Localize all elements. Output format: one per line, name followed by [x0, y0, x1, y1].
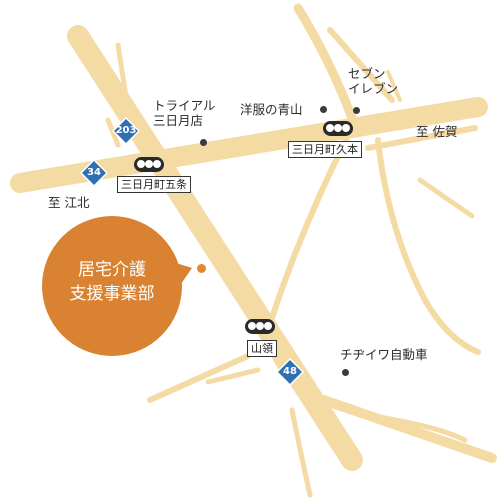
road-ne-branch — [417, 177, 475, 219]
office-location-marker — [197, 264, 206, 273]
office-label: 居宅介護 支援事業部 — [40, 258, 184, 306]
signal-gojo-icon — [134, 157, 164, 172]
trial-marker — [200, 139, 207, 146]
seven-label: セブン イレブン — [348, 66, 399, 96]
bubble-circle — [42, 216, 182, 356]
route-48-shield-icon: 48 — [276, 358, 304, 386]
road-n-minor-2 — [105, 117, 121, 148]
road-north-east — [327, 27, 395, 103]
route-203-shield-icon: 203 — [112, 117, 140, 145]
direction-saga: 至 佐賀 — [416, 124, 458, 139]
road-east-yamaryo — [375, 137, 481, 355]
road-east-kumoto — [365, 125, 478, 151]
office-label-line2: 支援事業部 — [69, 284, 155, 304]
intersection-gojo: 三日月町五条 — [117, 176, 191, 193]
intersection-kumoto: 三日月町久本 — [288, 141, 362, 158]
road-s-branch — [289, 407, 313, 498]
chiyoda-label: チヂイワ自動車 — [340, 347, 428, 362]
intersection-yamaryo: 山領 — [247, 340, 277, 357]
signal-kumoto-icon — [323, 121, 353, 136]
office-label-line1: 居宅介護 — [78, 260, 146, 280]
chiyoda-marker — [342, 369, 349, 376]
road-north-curve — [293, 3, 357, 123]
route-34-shield-icon: 34 — [80, 159, 108, 187]
signal-yamaryo-icon — [245, 319, 275, 334]
yofuku-marker — [320, 106, 327, 113]
trial-label: トライアル 三日月店 — [153, 98, 216, 128]
direction-koboku: 至 江北 — [48, 195, 90, 210]
road-sw-branch — [147, 353, 251, 403]
road-e-minor — [386, 70, 402, 102]
bubble-pointer — [160, 258, 192, 300]
road-n-minor — [115, 42, 131, 113]
yofuku-label: 洋服の青山 — [240, 102, 303, 117]
road-w-branch — [205, 367, 261, 385]
seven-marker — [353, 107, 360, 114]
road-to-yamaryo — [265, 129, 353, 333]
road-se-branch — [342, 407, 468, 443]
